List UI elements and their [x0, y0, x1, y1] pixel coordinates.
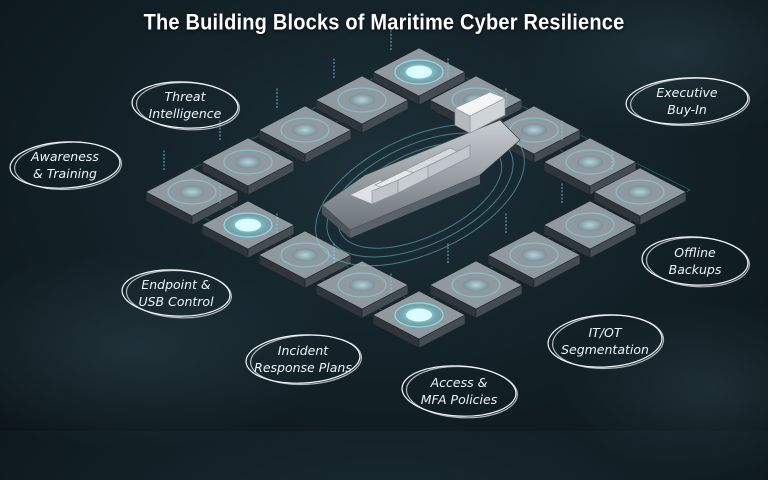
label-line: Offline — [674, 245, 716, 260]
module-tile — [258, 213, 352, 289]
label-offline-backups: Offline Backups — [640, 235, 750, 288]
label-line: USB Control — [138, 294, 214, 309]
illustration-scene — [145, 30, 691, 349]
hand-drawn-circle-outline — [9, 141, 123, 191]
hand-drawn-circle-outline — [121, 269, 232, 319]
hand-drawn-circle-outline — [547, 314, 665, 370]
label-threat-intelligence: Threat Intelligence — [130, 80, 240, 131]
page-title: The Building Blocks of Maritime Cyber Re… — [143, 10, 625, 36]
module-tile — [315, 58, 409, 134]
module-tile — [315, 243, 409, 319]
module-tile — [201, 120, 295, 196]
label-line: Incident — [277, 343, 329, 358]
label-line: Response Plans — [254, 360, 352, 375]
label-line: Access & — [430, 375, 488, 390]
hand-drawn-circle-outline — [641, 236, 750, 288]
module-tile — [543, 120, 637, 196]
label-line: & Training — [33, 166, 97, 181]
label-line: Endpoint & — [141, 277, 211, 292]
module-tile — [593, 150, 687, 226]
module-tile — [372, 273, 466, 349]
label-executive-buy-in: Executive Buy-In — [624, 76, 751, 127]
label-line: MFA Policies — [420, 392, 498, 407]
label-line: Threat — [164, 89, 206, 104]
label-line: IT/OT — [588, 325, 622, 340]
hand-drawn-circle-outline — [625, 77, 751, 127]
hand-drawn-circle-outline — [131, 81, 240, 131]
cargo-ship — [315, 91, 525, 267]
module-tile — [372, 30, 466, 106]
label-line: Backups — [668, 262, 722, 277]
module-tile — [543, 183, 637, 259]
label-incident-response-plans: Incident Response Plans — [244, 333, 363, 386]
module-tile — [487, 213, 581, 289]
label-access-mfa-policies: Access & MFA Policies — [400, 364, 518, 419]
label-line: Executive — [656, 85, 718, 100]
module-tile — [145, 150, 239, 226]
label-line: Awareness — [31, 149, 99, 164]
label-awareness-training: Awareness & Training — [8, 140, 123, 191]
hand-drawn-circle-outline — [401, 365, 518, 419]
label-line: Segmentation — [561, 342, 649, 357]
module-tile — [429, 243, 523, 319]
label-it-ot-segmentation: IT/OT Segmentation — [546, 313, 665, 370]
module-tile — [201, 183, 295, 259]
label-line: Intelligence — [148, 106, 222, 121]
label-endpoint-usb-control: Endpoint & USB Control — [120, 268, 232, 319]
module-tile — [258, 88, 352, 164]
label-line: Buy-In — [667, 102, 707, 117]
hand-drawn-circle-outline — [245, 334, 363, 386]
